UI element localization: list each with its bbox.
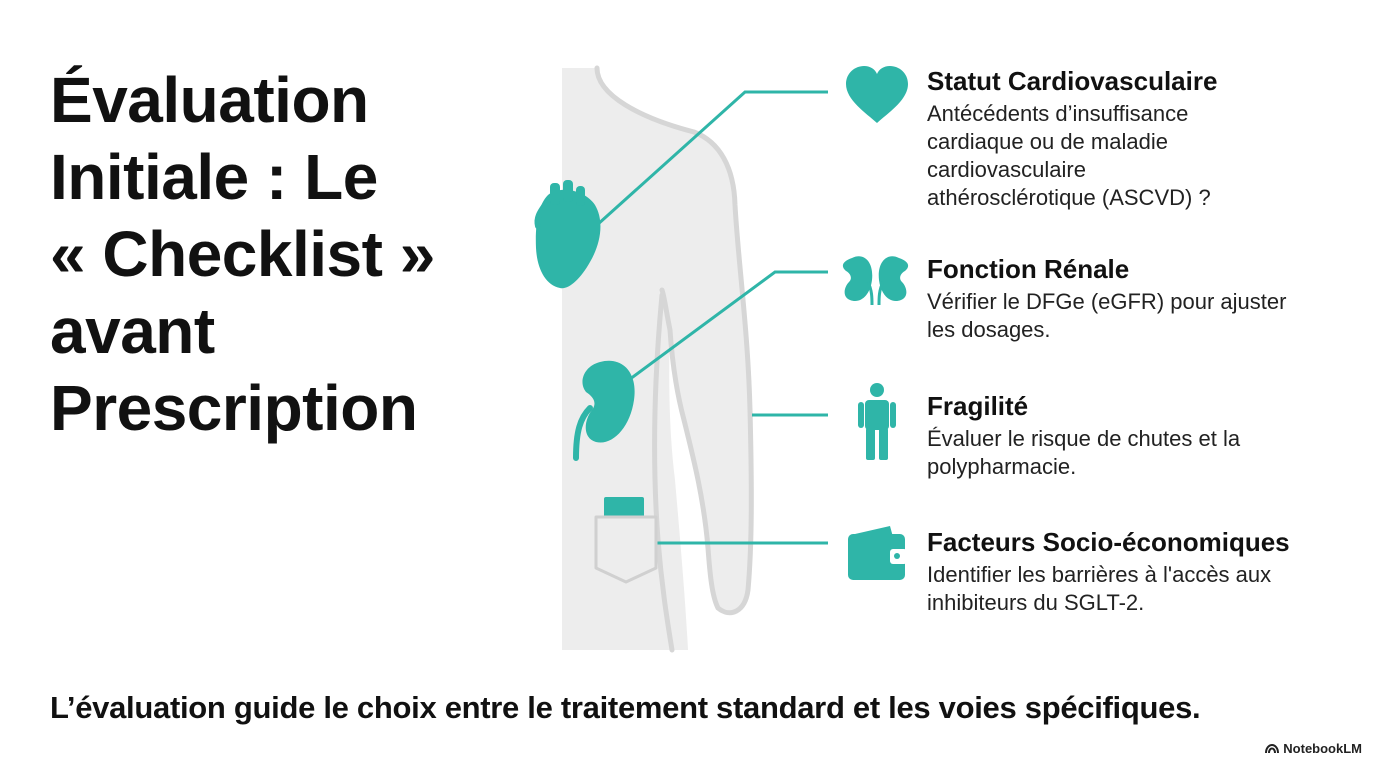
connector-heart bbox=[595, 90, 828, 227]
title-line: Évaluation bbox=[50, 64, 369, 136]
checklist-item-cardiovascular: Statut Cardiovasculaire Antécédents d’in… bbox=[927, 66, 1357, 212]
title-line: Prescription bbox=[50, 372, 418, 444]
checklist-item-frailty: Fragilité Évaluer le risque de chutes et… bbox=[927, 391, 1357, 481]
anatomical-heart-icon bbox=[534, 180, 601, 289]
kidneys-icon bbox=[842, 256, 909, 306]
heart-icon bbox=[846, 66, 908, 123]
connector-kidney bbox=[621, 270, 828, 387]
brand-logo: NotebookLM bbox=[1265, 741, 1362, 756]
title-line: Initiale : Le bbox=[50, 141, 378, 213]
kidney-icon bbox=[573, 360, 635, 461]
item-heading: Fragilité bbox=[927, 391, 1029, 421]
item-description: Antécédents d’insuffisance cardiaque ou … bbox=[927, 101, 1211, 210]
page-title: Évaluation Initiale : Le « Checklist » a… bbox=[50, 62, 520, 447]
item-description: Vérifier le DFGe (eGFR) pour ajuster les… bbox=[927, 289, 1287, 342]
person-icon bbox=[858, 383, 896, 460]
brand-name: NotebookLM bbox=[1283, 741, 1362, 756]
item-heading: Facteurs Socio-économiques bbox=[927, 527, 1290, 557]
title-line: avant bbox=[50, 295, 215, 367]
pocket-icon bbox=[594, 497, 658, 584]
item-heading: Statut Cardiovasculaire bbox=[927, 66, 1218, 96]
item-description: Identifier les barrières à l'accès aux i… bbox=[927, 562, 1272, 615]
checklist-item-renal: Fonction Rénale Vérifier le DFGe (eGFR) … bbox=[927, 254, 1357, 344]
wallet-icon bbox=[848, 526, 907, 580]
title-line: « Checklist » bbox=[50, 218, 435, 290]
item-description: Évaluer le risque de chutes et la polyph… bbox=[927, 426, 1241, 479]
footer-summary: L’évaluation guide le choix entre le tra… bbox=[50, 690, 1201, 725]
checklist-item-socioeconomic: Facteurs Socio-économiques Identifier le… bbox=[927, 527, 1357, 617]
notebooklm-icon bbox=[1265, 743, 1280, 753]
item-heading: Fonction Rénale bbox=[927, 254, 1130, 284]
